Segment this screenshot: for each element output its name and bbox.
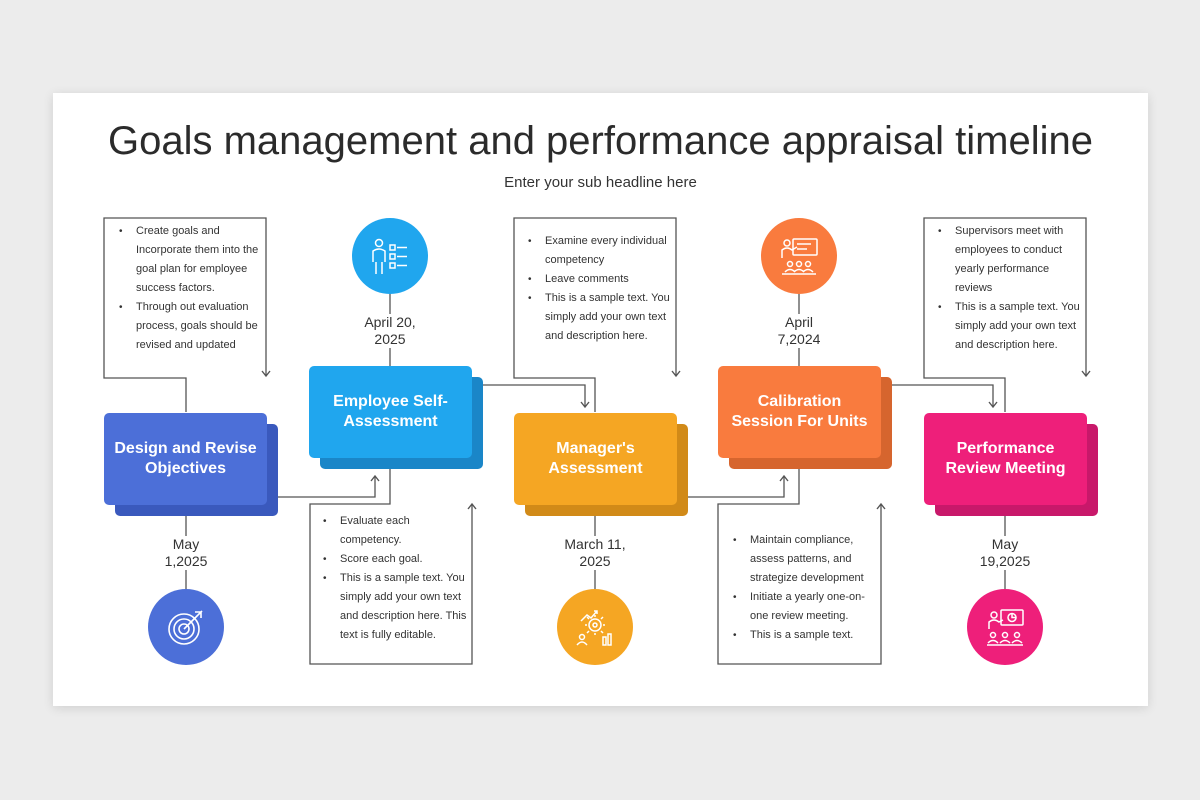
step2-note-1: Evaluate each competency.	[323, 512, 468, 550]
step1-notes: Create goals and Incorporate them into t…	[114, 222, 264, 355]
meeting-icon	[987, 609, 1024, 646]
step1-icon-circle	[148, 589, 224, 665]
step3-note-2: Leave comments	[528, 270, 673, 289]
step4-note-1: Maintain compliance, assess patterns, an…	[733, 531, 878, 588]
target-icon	[168, 610, 203, 645]
checklist-person-icon	[372, 238, 407, 274]
step2-label: Employee Self- Assessment	[333, 393, 448, 430]
step2-date: April 20, 2025	[335, 314, 445, 348]
step5-label: Performance Review Meeting	[945, 440, 1066, 477]
step3-date: March 11, 2025	[540, 536, 650, 570]
step5-date-line1: May	[991, 536, 1019, 552]
step4-date-line2: 7,2024	[777, 331, 821, 347]
step2-date-line1: April 20,	[364, 314, 416, 330]
step3-date-line2: 2025	[579, 553, 611, 569]
step4-date-line1: April	[784, 314, 813, 330]
step3-icon-circle	[557, 589, 633, 665]
step4-label: Calibration Session For Units	[731, 393, 868, 430]
step1-note-2: Through out evaluation process, goals sh…	[119, 298, 264, 355]
step2-box: Employee Self- Assessment	[309, 366, 472, 458]
step3-box: Manager's Assessment	[514, 413, 677, 505]
step5-date-line2: 19,2025	[979, 553, 1031, 569]
step5-date: May 19,2025	[950, 536, 1060, 570]
step2-date-line2: 2025	[374, 331, 406, 347]
step3-note-3: This is a sample text. You simply add yo…	[528, 289, 673, 346]
step2-note-3: This is a sample text. You simply add yo…	[323, 569, 468, 645]
step5-box: Performance Review Meeting	[924, 413, 1087, 505]
step5-note-2: This is a sample text. You simply add yo…	[938, 298, 1083, 355]
step4-note-2: Initiate a yearly one-on-one review meet…	[733, 588, 878, 626]
step2-notes: Evaluate each competency. Score each goa…	[318, 512, 468, 645]
step3-notes: Examine every individual competency Leav…	[523, 232, 673, 346]
step1-note-1: Create goals and Incorporate them into t…	[119, 222, 264, 298]
page-title: Goals management and performance apprais…	[108, 119, 1093, 163]
step1-label: Design and Revise Objectives	[114, 440, 257, 477]
step4-icon-circle	[761, 218, 837, 294]
step5-icon-circle	[967, 589, 1043, 665]
growth-gears-icon	[576, 610, 612, 646]
page-subtitle: Enter your sub headline here	[504, 174, 697, 191]
step4-box: Calibration Session For Units	[718, 366, 881, 458]
step1-date-line1: May	[172, 536, 200, 552]
step5-note-1: Supervisors meet with employees to condu…	[938, 222, 1083, 298]
presentation-icon	[781, 238, 818, 275]
step3-date-line1: March 11,	[564, 536, 626, 552]
step5-notes: Supervisors meet with employees to condu…	[933, 222, 1083, 355]
step4-note-3: This is a sample text.	[733, 626, 878, 645]
step4-notes: Maintain compliance, assess patterns, an…	[728, 531, 878, 645]
step4-date: April 7,2024	[744, 314, 854, 348]
step2-note-2: Score each goal.	[323, 550, 468, 569]
step1-box: Design and Revise Objectives	[104, 413, 267, 505]
step1-date-line2: 1,2025	[164, 553, 208, 569]
step3-note-1: Examine every individual competency	[528, 232, 673, 270]
step2-icon-circle	[352, 218, 428, 294]
step1-date: May 1,2025	[131, 536, 241, 570]
step3-label: Manager's Assessment	[548, 440, 643, 477]
